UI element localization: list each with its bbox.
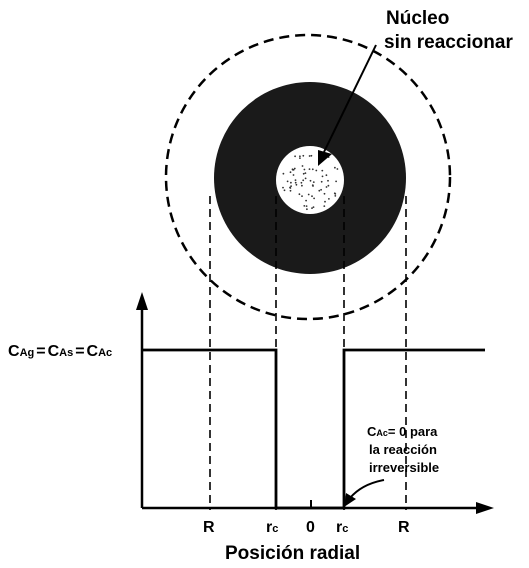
core-dot <box>311 184 314 187</box>
core-dot <box>323 192 326 195</box>
core-dot <box>300 181 303 184</box>
core-pointer-arrowhead <box>318 150 332 166</box>
core-dot <box>305 199 307 202</box>
core-dot <box>290 181 292 184</box>
core-dot <box>299 157 301 160</box>
core-dot <box>302 172 305 175</box>
core-dot <box>313 197 315 200</box>
core-dot <box>307 193 310 196</box>
core-dot <box>289 171 292 174</box>
core-dot <box>327 179 329 182</box>
core-dot <box>303 168 306 171</box>
core-label-line1: Núcleo <box>386 8 449 29</box>
concentration-equality-label: CAg=CAs=CAc <box>8 343 112 360</box>
core-dot <box>304 177 307 180</box>
core-dot <box>293 167 296 170</box>
irreversible-note-line1: CAc= 0 para <box>367 424 438 439</box>
core-pointer-line <box>323 44 377 153</box>
core-dot <box>320 180 323 183</box>
core-dot <box>305 205 308 208</box>
core-dot <box>294 181 297 184</box>
tick-label-rc-right: rc <box>336 519 348 536</box>
core-dot <box>304 172 307 175</box>
core-dot <box>325 186 328 188</box>
unreacted-core <box>276 146 344 214</box>
core-dot <box>334 166 336 169</box>
x-axis-arrowhead <box>476 502 494 514</box>
core-dot <box>294 179 297 182</box>
core-dot <box>289 189 292 192</box>
unreacted-core-texture <box>282 154 339 211</box>
core-dot <box>327 184 330 187</box>
core-dot <box>321 169 324 172</box>
core-dot <box>302 154 305 157</box>
core-dot <box>294 155 296 158</box>
core-dot <box>309 179 312 182</box>
tick-label-rc-left: rc <box>266 519 278 536</box>
x-axis-title: Posición radial <box>225 543 360 564</box>
core-dot <box>298 193 301 196</box>
core-dot <box>334 193 337 195</box>
core-dot <box>295 183 298 186</box>
note-pointer-arrowhead <box>344 493 356 507</box>
core-dot <box>335 180 337 183</box>
core-dot <box>290 185 292 188</box>
core-dot <box>325 174 328 177</box>
core-dot <box>299 155 301 158</box>
core-dot <box>286 180 289 183</box>
core-dot <box>289 187 292 189</box>
core-dot <box>301 184 303 187</box>
core-dot <box>336 168 339 170</box>
core-dot <box>306 208 308 211</box>
core-dot <box>334 195 337 197</box>
core-dot <box>310 154 313 157</box>
core-dot <box>312 181 315 184</box>
core-dot <box>303 205 306 207</box>
core-dot <box>301 195 303 198</box>
core-dot <box>291 168 294 171</box>
core-dot <box>318 189 321 192</box>
core-dot <box>302 179 305 182</box>
core-dot <box>320 188 322 191</box>
core-dot <box>324 200 326 203</box>
tick-label-R-left: R <box>203 519 215 536</box>
core-label-line2: sin reaccionar <box>384 32 513 53</box>
core-dot <box>282 172 285 175</box>
core-dot <box>311 207 313 210</box>
core-dot <box>311 168 314 171</box>
core-dot <box>308 168 311 171</box>
core-dot <box>301 165 304 167</box>
core-dot <box>282 186 284 189</box>
core-dot <box>312 206 315 209</box>
core-dot <box>308 155 311 157</box>
core-dot <box>315 169 318 172</box>
core-dot <box>283 189 286 192</box>
note-pointer-curve <box>349 479 385 499</box>
core-dot <box>328 198 330 200</box>
core-dot <box>292 174 295 176</box>
y-axis-arrowhead <box>136 292 148 310</box>
irreversible-note-line2: la reacción <box>369 442 437 457</box>
tick-label-R-right: R <box>398 519 410 536</box>
tick-label-zero: 0 <box>306 519 315 536</box>
gas-film-boundary <box>164 33 452 321</box>
irreversible-note-line3: irreversible <box>369 460 439 475</box>
core-dot <box>311 195 313 198</box>
core-dot <box>323 205 326 208</box>
core-dot <box>321 175 324 178</box>
